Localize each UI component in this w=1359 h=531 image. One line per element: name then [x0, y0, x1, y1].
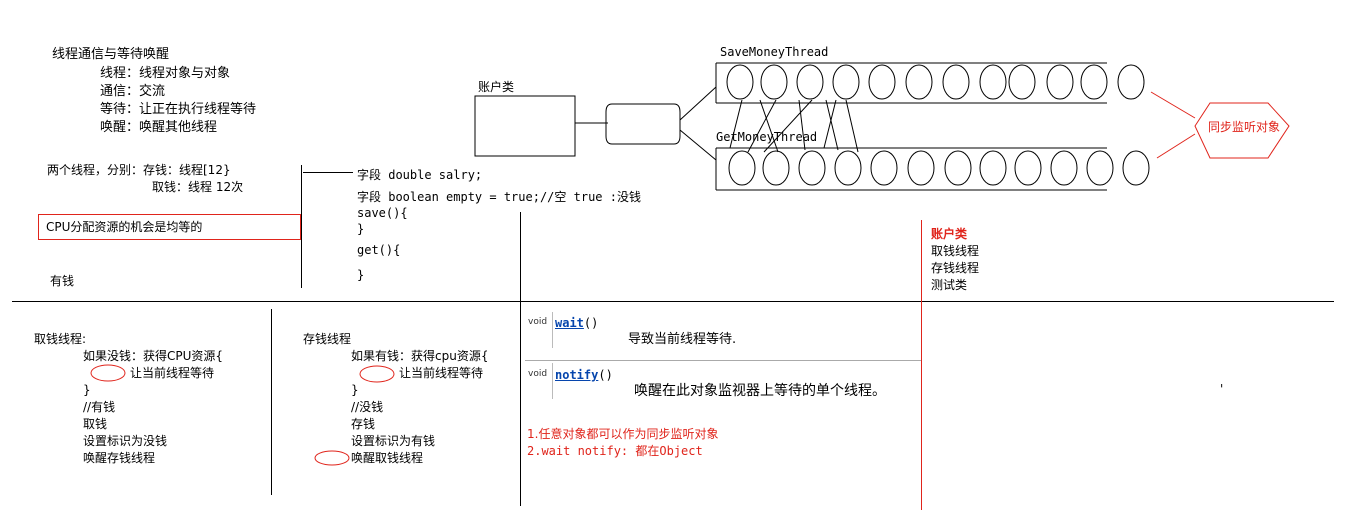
wait-parens: ()	[583, 316, 599, 330]
withdraw-line-if: 如果没钱：获得CPU资源{	[83, 349, 224, 363]
get-thread-circles	[728, 150, 1150, 186]
intro-line-thread: 线程：线程对象与对象	[100, 66, 231, 81]
notify-description: 唤醒在此对象监视器上等待的单个线程。	[634, 383, 886, 399]
class-list-test: 测试类	[931, 278, 968, 292]
get-thread-circle-12	[1122, 150, 1150, 186]
save-thread-circle-2	[760, 64, 788, 100]
branch-line-get	[679, 129, 717, 161]
class-list-withdraw: 取钱线程	[931, 244, 980, 258]
notify-col-divider	[552, 363, 553, 399]
branch-line-save	[679, 86, 717, 121]
cpu-note-text: CPU分配资源的机会是均等的	[46, 220, 203, 234]
save-thread-label: SaveMoneyThread	[720, 45, 829, 59]
notify-parens: ()	[598, 368, 613, 382]
account-box-label: 账户类	[478, 80, 515, 94]
stray-mark: '	[1220, 382, 1224, 396]
class-list-deposit: 存钱线程	[931, 261, 980, 275]
withdraw-line-notify: 唤醒存钱线程	[83, 451, 156, 465]
save-thread-circle-10	[1046, 64, 1074, 100]
deposit-line-wait: 让当前线程等待	[399, 366, 484, 380]
get-method-close: }	[357, 268, 365, 282]
notify-return-type: void	[528, 369, 548, 379]
get-method-open: get(){	[357, 243, 401, 257]
lock-shape	[605, 103, 681, 145]
get-thread-circle-9	[1014, 150, 1042, 186]
upper-divider	[301, 165, 302, 288]
deposit-line-store: 存钱	[351, 417, 376, 431]
get-thread-circle-11	[1086, 150, 1114, 186]
has-money-label: 有钱	[50, 274, 75, 288]
intro-line-wait: 等待：让正在执行线程等待	[100, 102, 257, 117]
withdraw-line-flag: 设置标识为没钱	[83, 434, 168, 448]
get-thread-circle-8	[979, 150, 1007, 186]
wait-method-link[interactable]: wait	[555, 316, 584, 330]
intro-line-communication: 通信：交流	[100, 84, 166, 99]
main-horizontal-divider	[12, 301, 1334, 302]
monitor-link-bottom	[1156, 133, 1196, 159]
save-thread-circle-9	[1008, 64, 1036, 100]
withdraw-line-comment: //有钱	[83, 400, 116, 414]
deposit-notify-marker	[314, 450, 350, 466]
save-method-close: }	[357, 222, 365, 236]
save-thread-circle-11	[1080, 64, 1108, 100]
withdraw-line-wait: 让当前线程等待	[130, 366, 215, 380]
class-list-title: 账户类	[931, 227, 968, 241]
get-thread-circle-6	[907, 150, 935, 186]
wait-col-divider	[552, 312, 553, 348]
note-line1: 1.任意对象都可以作为同步监听对象	[527, 427, 719, 441]
deposit-line-flag: 设置标识为有钱	[351, 434, 436, 448]
save-thread-circle-12	[1117, 64, 1145, 100]
save-thread-circle-1	[726, 64, 754, 100]
get-thread-circle-5	[870, 150, 898, 186]
intro-line-wake: 唤醒：唤醒其他线程	[100, 120, 218, 135]
note-line2: 2.wait notify: 都在Object	[527, 444, 703, 458]
deposit-wait-marker	[359, 365, 395, 383]
threads-desc-line2: 取钱：线程 12次	[152, 180, 244, 194]
lower-left-divider	[271, 309, 272, 495]
withdraw-line-close: }	[83, 383, 91, 397]
save-thread-circles	[726, 64, 1145, 100]
middle-divider	[520, 212, 521, 506]
get-thread-circle-10	[1050, 150, 1078, 186]
monitor-link-top	[1150, 91, 1196, 119]
withdraw-title: 取钱线程:	[34, 332, 87, 346]
api-row-divider	[525, 360, 921, 361]
intro-title: 线程通信与等待唤醒	[52, 47, 170, 62]
red-vertical-divider	[921, 220, 922, 510]
account-class-box	[474, 95, 576, 157]
get-thread-label: GetMoneyThread	[716, 130, 818, 144]
field-pointer-line	[303, 172, 353, 173]
monitor-label: 同步监听对象	[1208, 120, 1281, 134]
withdraw-line-take: 取钱	[83, 417, 108, 431]
get-thread-circle-7	[944, 150, 972, 186]
wait-return-type: void	[528, 317, 548, 327]
withdraw-wait-marker	[90, 364, 126, 382]
save-thread-circle-5	[868, 64, 896, 100]
get-thread-circle-4	[834, 150, 862, 186]
notify-method-link[interactable]: notify	[555, 368, 599, 382]
save-thread-circle-4	[832, 64, 860, 100]
get-thread-circle-2	[762, 150, 790, 186]
deposit-line-if: 如果有钱：获得cpu资源{	[351, 349, 489, 363]
field-salary: 字段 double salry;	[357, 168, 483, 182]
wait-description: 导致当前线程等待.	[628, 332, 737, 347]
save-thread-circle-3	[796, 64, 824, 100]
deposit-title: 存钱线程	[303, 332, 352, 346]
save-thread-circle-7	[942, 64, 970, 100]
save-method-open: save(){	[357, 206, 408, 220]
cpu-note-box	[38, 214, 301, 240]
save-thread-circle-6	[905, 64, 933, 100]
get-thread-circle-3	[798, 150, 826, 186]
deposit-line-comment: //没钱	[351, 400, 384, 414]
deposit-line-close: }	[351, 383, 359, 397]
save-thread-circle-8	[979, 64, 1007, 100]
field-empty: 字段 boolean empty = true;//空 true :没钱	[357, 190, 641, 204]
monitor-hexagon	[1194, 102, 1290, 159]
deposit-line-notify: 唤醒取钱线程	[351, 451, 424, 465]
threads-desc-line1: 两个线程，分别：存钱：线程[12}	[47, 163, 231, 177]
get-thread-circle-1	[728, 150, 756, 186]
